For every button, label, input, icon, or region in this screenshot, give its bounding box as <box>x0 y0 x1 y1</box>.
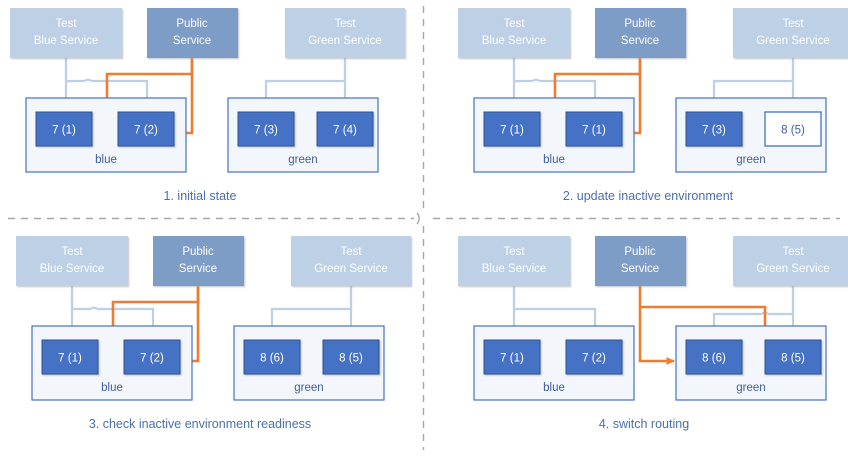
environment-green-p2: 7 (3) 8 (5) green <box>675 97 827 173</box>
panel-dividers <box>8 6 840 450</box>
instance-label: 8 (5) <box>781 353 805 365</box>
instance-box <box>237 111 295 147</box>
instance-box <box>565 111 623 147</box>
instance-label: 7 (3) <box>254 125 278 137</box>
test-blue-service-label-line1: Test <box>55 18 77 30</box>
instance-label: 7 (1) <box>582 125 606 137</box>
instance-box <box>565 339 623 375</box>
environment-name: blue <box>101 382 123 394</box>
panel-caption: 1. initial state <box>164 189 237 203</box>
test-blue-service-node-p2 <box>458 8 570 58</box>
test-green-service-label-line2: Green Service <box>756 35 830 47</box>
divider-crossover-hop <box>416 212 420 225</box>
instance-label: 7 (2) <box>140 353 164 365</box>
instance-box <box>483 111 541 147</box>
public-service-node-p3 <box>153 236 244 286</box>
instance-box <box>483 339 541 375</box>
environment-name: green <box>736 154 765 166</box>
instance-label: 7 (3) <box>702 125 726 137</box>
public-service-label-line2: Service <box>179 263 217 275</box>
instance-label: 7 (2) <box>134 125 158 137</box>
environment-name: green <box>736 382 765 394</box>
environment-name: green <box>288 154 317 166</box>
instance-label: 7 (1) <box>500 353 524 365</box>
panel-1: 7 (1) 7 (2) blue 7 (3) 7 (4) green <box>10 8 405 203</box>
test-green-service-label-line1: Test <box>340 246 362 258</box>
instance-box <box>685 339 743 375</box>
test-green-service-label-line2: Green Service <box>314 263 388 275</box>
instance-box <box>117 111 175 147</box>
public-service-node-p2 <box>595 8 686 58</box>
test-blue-service-label-line1: Test <box>61 246 83 258</box>
instance-box <box>123 339 181 375</box>
panel-caption: 4. switch routing <box>599 417 689 431</box>
test-green-service-node-p3 <box>291 236 411 286</box>
environment-name: blue <box>543 382 565 394</box>
test-green-service-label-line1: Test <box>782 246 804 258</box>
test-blue-service-node-p1 <box>10 8 122 58</box>
test-green-service-node-p4 <box>733 236 848 286</box>
instance-box-inactive <box>764 111 822 147</box>
public-service-label-line2: Service <box>621 35 659 47</box>
test-green-service-label-line1: Test <box>782 18 804 30</box>
panel-caption: 3. check inactive environment readiness <box>89 417 311 431</box>
test-blue-service-node-p4 <box>458 236 570 286</box>
test-blue-service-label-line2: Blue Service <box>34 35 99 47</box>
instance-label: 7 (1) <box>500 125 524 137</box>
test-blue-service-node-p3 <box>16 236 128 286</box>
test-green-service-label-line2: Green Service <box>308 35 382 47</box>
test-blue-service-label-line1: Test <box>503 246 525 258</box>
panel-2: 7 (1) 7 (1) blue 7 (3) 8 (5) green <box>458 8 848 203</box>
test-green-service-node-p2 <box>733 8 848 58</box>
public-service-label-line1: Public <box>624 18 656 30</box>
instance-label: 7 (1) <box>52 125 76 137</box>
test-blue-service-label-line2: Blue Service <box>40 263 105 275</box>
test-green-service-label-line1: Test <box>334 18 356 30</box>
instance-box <box>243 339 301 375</box>
public-service-label-line2: Service <box>173 35 211 47</box>
environment-blue-p2: 7 (1) 7 (1) blue <box>473 97 635 173</box>
instance-label: 8 (6) <box>260 353 284 365</box>
test-blue-service-label-line2: Blue Service <box>482 35 547 47</box>
environment-name: blue <box>95 154 117 166</box>
public-service-node-p1 <box>147 8 238 58</box>
public-service-label-line2: Service <box>621 263 659 275</box>
panel-4: 7 (1) 7 (2) blue 8 (6) 8 (5) green <box>458 236 848 431</box>
environment-green-p1: 7 (3) 7 (4) green <box>227 97 379 173</box>
instance-box <box>316 111 374 147</box>
instance-label: 8 (6) <box>702 353 726 365</box>
instance-box <box>685 111 743 147</box>
instance-box <box>35 111 93 147</box>
environment-blue-p1: 7 (1) 7 (2) blue <box>25 97 187 173</box>
environment-green-p3: 8 (6) 8 (5) green <box>233 325 385 401</box>
panel-caption: 2. update inactive environment <box>563 189 734 203</box>
environment-green-p4: 8 (6) 8 (5) green <box>675 325 827 401</box>
environment-blue-p3: 7 (1) 7 (2) blue <box>31 325 193 401</box>
environment-blue-p4: 7 (1) 7 (2) blue <box>473 325 635 401</box>
instance-label: 7 (4) <box>333 125 357 137</box>
instance-box <box>322 339 380 375</box>
instance-label: 7 (1) <box>58 353 82 365</box>
test-blue-service-label-line2: Blue Service <box>482 263 547 275</box>
instance-box <box>764 339 822 375</box>
instance-label: 8 (5) <box>339 353 363 365</box>
public-service-label-line1: Public <box>176 18 208 30</box>
test-green-service-label-line2: Green Service <box>756 263 830 275</box>
instance-label: 8 (5) <box>781 125 805 137</box>
public-service-node-p4 <box>595 236 686 286</box>
public-service-label-line1: Public <box>182 246 214 258</box>
panel-3: 7 (1) 7 (2) blue 8 (6) 8 (5) green <box>16 236 411 431</box>
environment-name: blue <box>543 154 565 166</box>
instance-box <box>41 339 99 375</box>
test-green-service-node-p1 <box>285 8 405 58</box>
environment-name: green <box>294 382 323 394</box>
public-service-label-line1: Public <box>624 246 656 258</box>
test-blue-service-label-line1: Test <box>503 18 525 30</box>
instance-label: 7 (2) <box>582 353 606 365</box>
